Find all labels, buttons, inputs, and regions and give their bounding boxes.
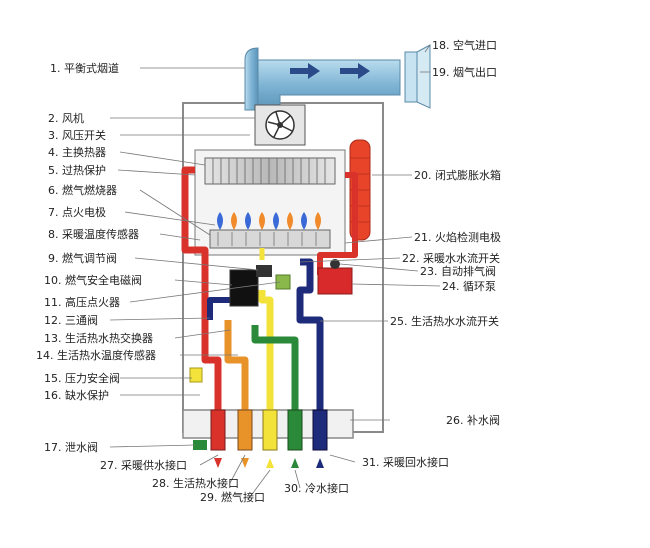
label-8: 8. 采暖温度传感器 [48, 227, 139, 241]
label-27: 27. 采暖供水接口 [100, 458, 187, 472]
label-14: 14. 生活热水温度传感器 [36, 348, 156, 362]
flue-outlet-arrow [340, 63, 370, 79]
cold-water-pipe [251, 325, 299, 410]
label-17: 17. 泄水阀 [44, 440, 98, 454]
circulation-pump [317, 267, 353, 295]
label-11: 11. 高压点火器 [44, 295, 120, 309]
heating-return-loop [207, 297, 232, 320]
label-21: 21. 火焰检测电极 [414, 230, 501, 244]
label-30: 30. 冷水接口 [284, 482, 349, 495]
label-6: 6. 燃气燃烧器 [48, 183, 117, 197]
exchanger-fins [212, 158, 326, 184]
label-28: 28. 生活热水接口 [152, 476, 239, 490]
flue-duct [244, 44, 431, 111]
burner-nozzles [217, 232, 317, 246]
label-15: 15. 压力安全阀 [44, 371, 120, 385]
leader-lines [109, 44, 441, 498]
connectors [210, 409, 328, 451]
label-29: 29. 燃气接口 [200, 490, 265, 504]
label-12: 12. 三通阀 [44, 313, 98, 327]
label-13: 13. 生活热水热交换器 [44, 331, 153, 345]
label-22: 22. 采暖水水流开关 [402, 251, 500, 265]
label-19: 19. 烟气出口 [432, 65, 497, 79]
label-16: 16. 缺水保护 [44, 388, 109, 402]
gas-regulating-valve [256, 265, 272, 277]
label-31: 31. 采暖回水接口 [362, 456, 449, 469]
label-24: 24. 循环泵 [442, 280, 496, 293]
label-23: 23. 自动排气阀 [420, 264, 496, 278]
drain-valve [193, 440, 207, 450]
label-26: 26. 补水阀 [446, 413, 500, 427]
main-heat-exchanger [204, 157, 336, 185]
label-1: 1. 平衡式烟道 [50, 61, 119, 75]
ignition-transformer [275, 274, 291, 290]
fan [254, 104, 306, 146]
burner-flames [217, 212, 321, 230]
heating-return-pipe [296, 258, 324, 410]
label-25: 25. 生活热水水流开关 [390, 314, 499, 328]
heating-supply-pipe [181, 166, 222, 410]
pressure-relief-valve [189, 367, 203, 383]
label-2: 2. 风机 [48, 111, 84, 125]
gas-pipe [258, 290, 274, 410]
label-3: 3. 风压开关 [48, 128, 106, 142]
auto-air-vent [330, 259, 340, 269]
connector-arrows [214, 458, 324, 468]
label-7: 7. 点火电极 [48, 205, 106, 219]
gas-burner [209, 229, 331, 249]
air-inlet-arrow [290, 63, 320, 79]
label-4: 4. 主换热器 [48, 145, 106, 159]
heating-supply-pipe-b [317, 172, 358, 275]
label-20: 20. 闭式膨胀水箱 [414, 168, 501, 182]
label-10: 10. 燃气安全电磁阀 [44, 273, 142, 287]
label-5: 5. 过热保护 [48, 163, 106, 177]
label-9: 9. 燃气调节阀 [48, 251, 117, 265]
label-18: 18. 空气进口 [432, 38, 497, 52]
domestic-hot-pipe [224, 320, 249, 410]
